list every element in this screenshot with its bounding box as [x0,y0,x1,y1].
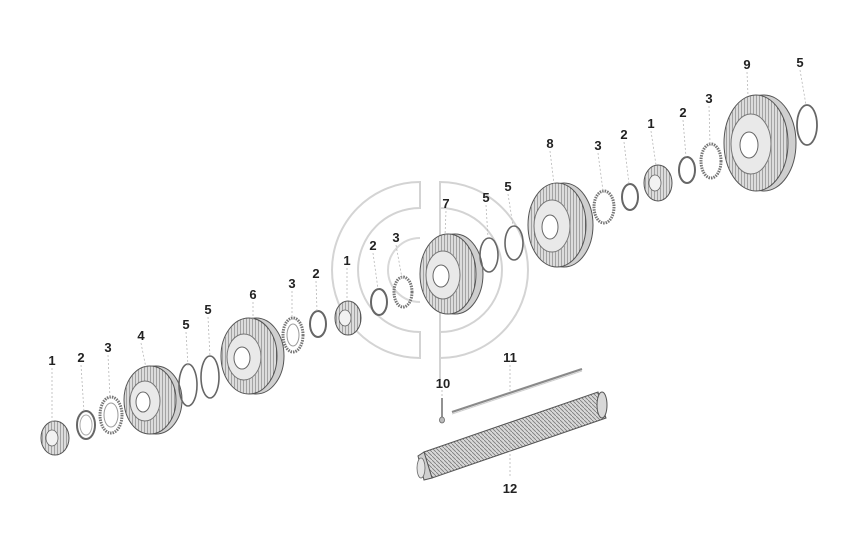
callout-9[interactable]: 9 [743,57,750,72]
needle-bearing-part-1 [643,164,673,202]
callout-1[interactable]: 1 [343,253,350,268]
gear-part-8 [527,182,594,268]
parts-assembly [40,94,818,481]
callout-labels: 1 2 3 4 5 5 6 3 2 1 2 3 7 5 5 8 3 2 1 2 … [48,55,803,496]
washer-part-2 [76,410,96,440]
callout-2[interactable]: 2 [77,350,84,365]
callout-1[interactable]: 1 [48,353,55,368]
callout-4[interactable]: 4 [137,328,145,343]
synchro-ring-part-3 [392,275,414,309]
shaft-part-12 [416,391,608,481]
callout-1[interactable]: 1 [647,116,654,131]
washer-part-2 [621,183,639,211]
washer-part-2 [678,156,696,184]
callout-12[interactable]: 12 [503,481,517,496]
callout-3[interactable]: 3 [705,91,712,106]
gear-part-6 [220,317,285,395]
synchro-ring-part-3 [699,142,723,180]
callout-3[interactable]: 3 [288,276,295,291]
callout-5[interactable]: 5 [796,55,803,70]
callout-3[interactable]: 3 [594,138,601,153]
callout-7[interactable]: 7 [442,196,449,211]
washer-part-2 [370,288,388,316]
callout-10[interactable]: 10 [436,376,450,391]
snap-ring-part-5 [504,225,524,261]
callout-2[interactable]: 2 [369,238,376,253]
leader-lines [51,69,807,478]
callout-2[interactable]: 2 [679,105,686,120]
callout-5[interactable]: 5 [182,317,189,332]
rod-part-11 [451,367,583,415]
gear-part-7 [419,233,484,315]
callout-5[interactable]: 5 [482,190,489,205]
snap-ring-part-5 [200,355,220,399]
snap-ring-part-5 [796,104,818,146]
gear-part-9 [723,94,797,192]
callout-11[interactable]: 11 [503,350,517,365]
callout-3[interactable]: 3 [392,230,399,245]
needle-bearing-part-1 [40,420,70,456]
callout-5[interactable]: 5 [204,302,211,317]
callout-2[interactable]: 2 [312,266,319,281]
callout-2[interactable]: 2 [620,127,627,142]
callout-3[interactable]: 3 [104,340,111,355]
snap-ring-part-5 [479,237,499,273]
callout-6[interactable]: 6 [249,287,256,302]
synchro-ring-part-3 [281,316,305,354]
callout-5[interactable]: 5 [504,179,511,194]
pin-part-10 [439,398,445,424]
washer-part-2 [309,310,327,338]
synchro-ring-part-3 [592,189,616,225]
callout-8[interactable]: 8 [546,136,553,151]
needle-bearing-part-1 [334,300,362,336]
snap-ring-part-5 [178,363,198,407]
synchro-ring-part-3 [98,395,124,435]
gear-part-4 [123,365,183,435]
